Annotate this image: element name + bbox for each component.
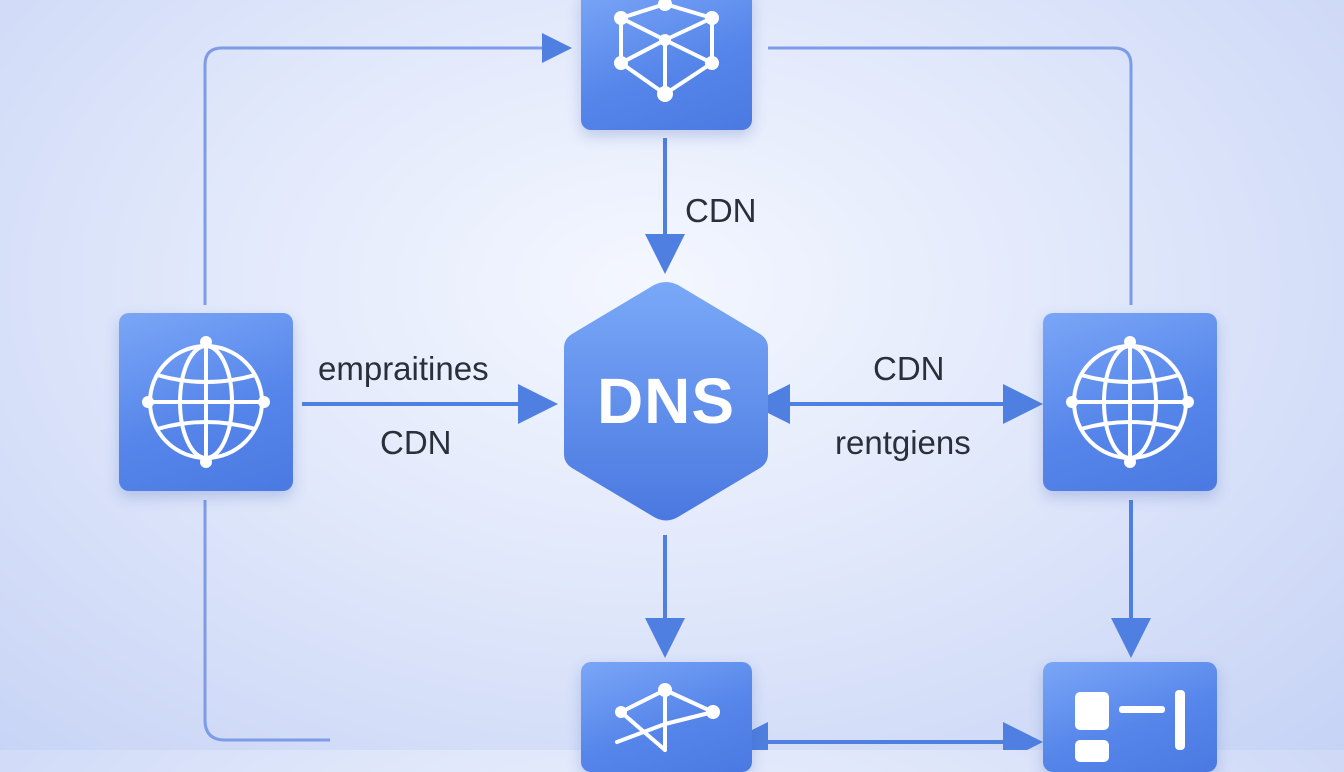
left-edge-label-below: CDN (380, 424, 452, 461)
left-edge-label-above: empraitines (318, 350, 489, 387)
right-edge-label-below: rentgiens (835, 424, 971, 461)
right-globe-node[interactable] (1043, 313, 1217, 491)
right-edge-label-above: CDN (873, 350, 945, 387)
dns-label: DNS (596, 365, 736, 437)
network-diagram: DNS CDN empraitines CDN CDN rentgiens (119, 0, 1217, 772)
branching-graph-icon (615, 683, 720, 752)
outer-loop-left-bottom (203, 500, 330, 742)
bottom-left-node[interactable] (581, 662, 752, 772)
outer-loop-left-top (203, 33, 572, 305)
top-node[interactable] (581, 0, 752, 130)
outer-loop-right-top (768, 46, 1133, 305)
dns-hexagon[interactable]: DNS (560, 278, 772, 524)
hexagon-shape (564, 282, 768, 521)
globe-icon (142, 336, 270, 468)
left-globe-node[interactable] (119, 313, 293, 491)
bottom-right-node[interactable] (1043, 662, 1217, 772)
globe-icon (1066, 336, 1194, 468)
connector-layer (203, 33, 1151, 750)
network-graph-icon (614, 0, 719, 102)
top-edge-label: CDN (685, 192, 757, 229)
server-rack-icon (1075, 690, 1185, 762)
